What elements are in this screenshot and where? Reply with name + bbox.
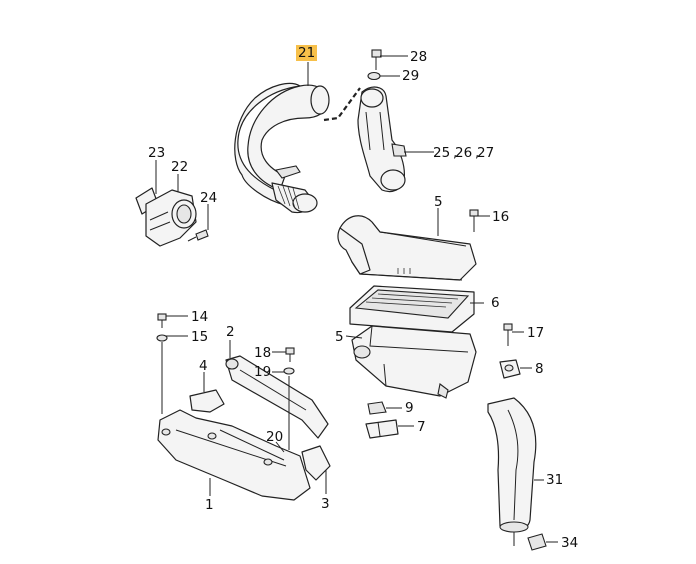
callout-7[interactable]: 7: [417, 419, 426, 435]
part-17-bolt[interactable]: [503, 323, 513, 346]
callout-4[interactable]: 4: [199, 358, 208, 374]
part-8-mount[interactable]: [499, 359, 521, 379]
callout-1[interactable]: 1: [205, 497, 214, 513]
part-21-intake-hose[interactable]: [234, 82, 330, 214]
part-18-bolt[interactable]: [285, 347, 295, 362]
callout-separator: ,: [475, 145, 480, 161]
callout-16[interactable]: 16: [492, 209, 510, 225]
callout-6[interactable]: 6: [491, 295, 500, 311]
callout-26[interactable]: 26: [455, 145, 473, 161]
callout-22[interactable]: 22: [171, 159, 189, 175]
callout-2[interactable]: 2: [226, 324, 235, 340]
part-24-bolt[interactable]: [187, 229, 209, 242]
part-5-airbox-upper[interactable]: [337, 215, 477, 281]
callout-18[interactable]: 18: [254, 345, 272, 361]
callout-5-lower[interactable]: 5: [335, 329, 344, 345]
part-5-airbox-lower[interactable]: [351, 325, 477, 399]
callout-3[interactable]: 3: [321, 496, 330, 512]
callout-28[interactable]: 28: [410, 49, 428, 65]
callout-9[interactable]: 9: [405, 400, 414, 416]
part-9-grommet[interactable]: [367, 401, 387, 415]
leader-lines: [155, 55, 558, 546]
part-7-bracket[interactable]: [365, 419, 399, 439]
part-1-splash-shield[interactable]: [157, 409, 311, 501]
callout-separator: ,: [453, 145, 458, 161]
callout-17[interactable]: 17: [527, 325, 545, 341]
connection-dashed-line: [323, 87, 361, 122]
part-14-bolt[interactable]: [157, 313, 167, 328]
callout-14[interactable]: 14: [191, 309, 209, 325]
part-29-washer[interactable]: [367, 71, 381, 81]
part-15-washer[interactable]: [156, 334, 168, 342]
callout-20[interactable]: 20: [266, 429, 284, 445]
callout-31[interactable]: 31: [546, 472, 564, 488]
part-2-air-guide[interactable]: [225, 355, 329, 439]
callout-34[interactable]: 34: [561, 535, 579, 551]
part-4-bracket[interactable]: [189, 389, 225, 413]
callout-27[interactable]: 27: [477, 145, 495, 161]
part-6-filter-element[interactable]: [349, 285, 475, 333]
part-3-bracket[interactable]: [301, 445, 331, 481]
callout-21[interactable]: 21: [296, 45, 318, 61]
part-16-bolt[interactable]: [469, 209, 479, 232]
part-22-throttle-body[interactable]: [145, 189, 197, 247]
callout-15[interactable]: 15: [191, 329, 209, 345]
part-34-clip[interactable]: [527, 533, 547, 551]
callout-24[interactable]: 24: [200, 190, 218, 206]
callout-8[interactable]: 8: [535, 361, 544, 377]
callout-19[interactable]: 19: [254, 364, 272, 380]
callout-29[interactable]: 29: [402, 68, 420, 84]
callout-25[interactable]: 25: [433, 145, 451, 161]
part-25-26-27-intake-duct[interactable]: [357, 86, 407, 193]
callout-23[interactable]: 23: [148, 145, 166, 161]
part-28-bolt[interactable]: [371, 49, 382, 70]
callout-5-upper[interactable]: 5: [434, 194, 443, 210]
part-31-outlet-pipe[interactable]: [487, 397, 537, 533]
part-19-washer[interactable]: [283, 367, 295, 375]
